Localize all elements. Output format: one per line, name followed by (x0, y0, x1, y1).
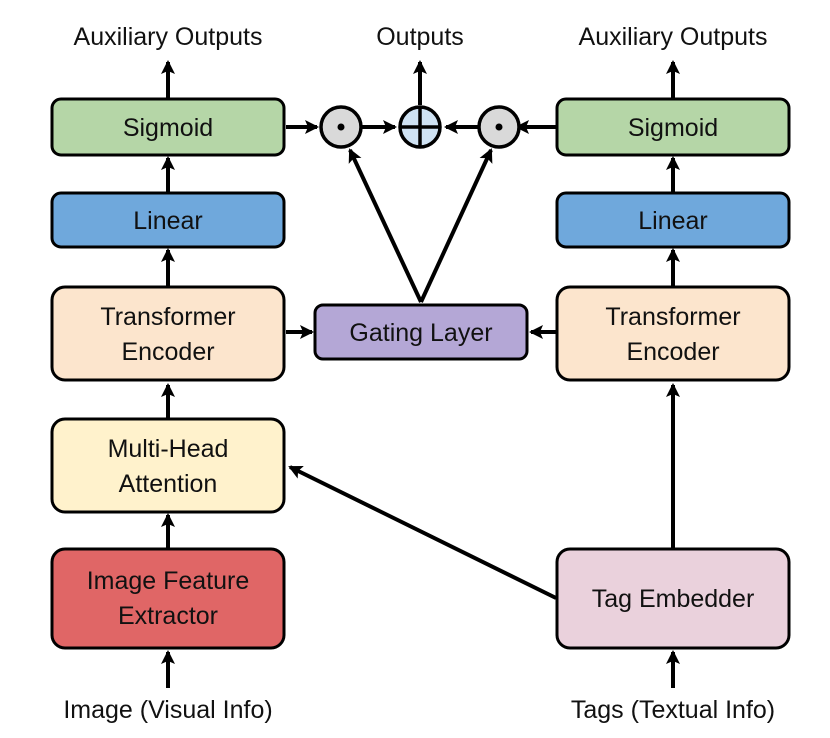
multi-head-attention-box (50, 417, 286, 514)
extractor-line2: Extractor (118, 602, 218, 630)
sigmoid-right-node: Sigmoid (555, 97, 791, 157)
transformer-encoder-right-node: Transformer Encoder (555, 285, 791, 382)
image-feature-extractor-node: Image Feature Extractor (50, 547, 286, 650)
sigmoid-right-label: Sigmoid (628, 114, 718, 142)
transformer-encoder-left-box (50, 285, 286, 382)
multi-head-attention-node: Multi-Head Attention (50, 417, 286, 514)
arrow-gating-to-multiply-left (348, 148, 423, 303)
tag-embedder-label: Tag Embedder (592, 585, 755, 613)
linear-left-box (50, 191, 286, 249)
linear-left-node: Linear (50, 191, 286, 249)
mha-line2: Attention (119, 470, 218, 498)
image-input-label: Image (Visual Info) (63, 696, 272, 724)
tag-embedder-box (555, 547, 791, 650)
sigmoid-right-box (555, 97, 791, 157)
transformer-right-line2: Encoder (626, 338, 719, 366)
linear-right-node: Linear (555, 191, 791, 249)
outputs-label: Outputs (376, 23, 464, 51)
aux-outputs-left-label: Auxiliary Outputs (74, 23, 263, 51)
arrow-gating-to-multiply-right (419, 148, 493, 303)
gating-layer-box (313, 303, 529, 361)
sigmoid-left-node: Sigmoid (50, 97, 286, 157)
aux-outputs-right-label: Auxiliary Outputs (579, 23, 768, 51)
sigmoid-left-box (50, 97, 286, 157)
tags-input-label: Tags (Textual Info) (571, 696, 775, 724)
linear-left-label: Linear (133, 207, 203, 235)
dot-product-icon (477, 105, 521, 149)
plus-circle-icon (398, 105, 442, 149)
gating-layer-label: Gating Layer (349, 319, 492, 347)
linear-right-box (555, 191, 791, 249)
image-feature-extractor-box (50, 547, 286, 650)
gating-layer-node: Gating Layer (313, 303, 529, 361)
transformer-right-line1: Transformer (605, 303, 740, 331)
linear-right-label: Linear (638, 207, 708, 235)
transformer-encoder-right-box (555, 285, 791, 382)
sigmoid-left-label: Sigmoid (123, 114, 213, 142)
mha-line1: Multi-Head (108, 435, 229, 463)
dot-product-icon (319, 105, 363, 149)
tag-embedder-node: Tag Embedder (555, 547, 791, 650)
extractor-line1: Image Feature (87, 567, 250, 595)
transformer-left-line2: Encoder (121, 338, 214, 366)
transformer-encoder-left-node: Transformer Encoder (50, 285, 286, 382)
transformer-left-line1: Transformer (100, 303, 235, 331)
arrow-embedder-to-mha (288, 465, 557, 600)
